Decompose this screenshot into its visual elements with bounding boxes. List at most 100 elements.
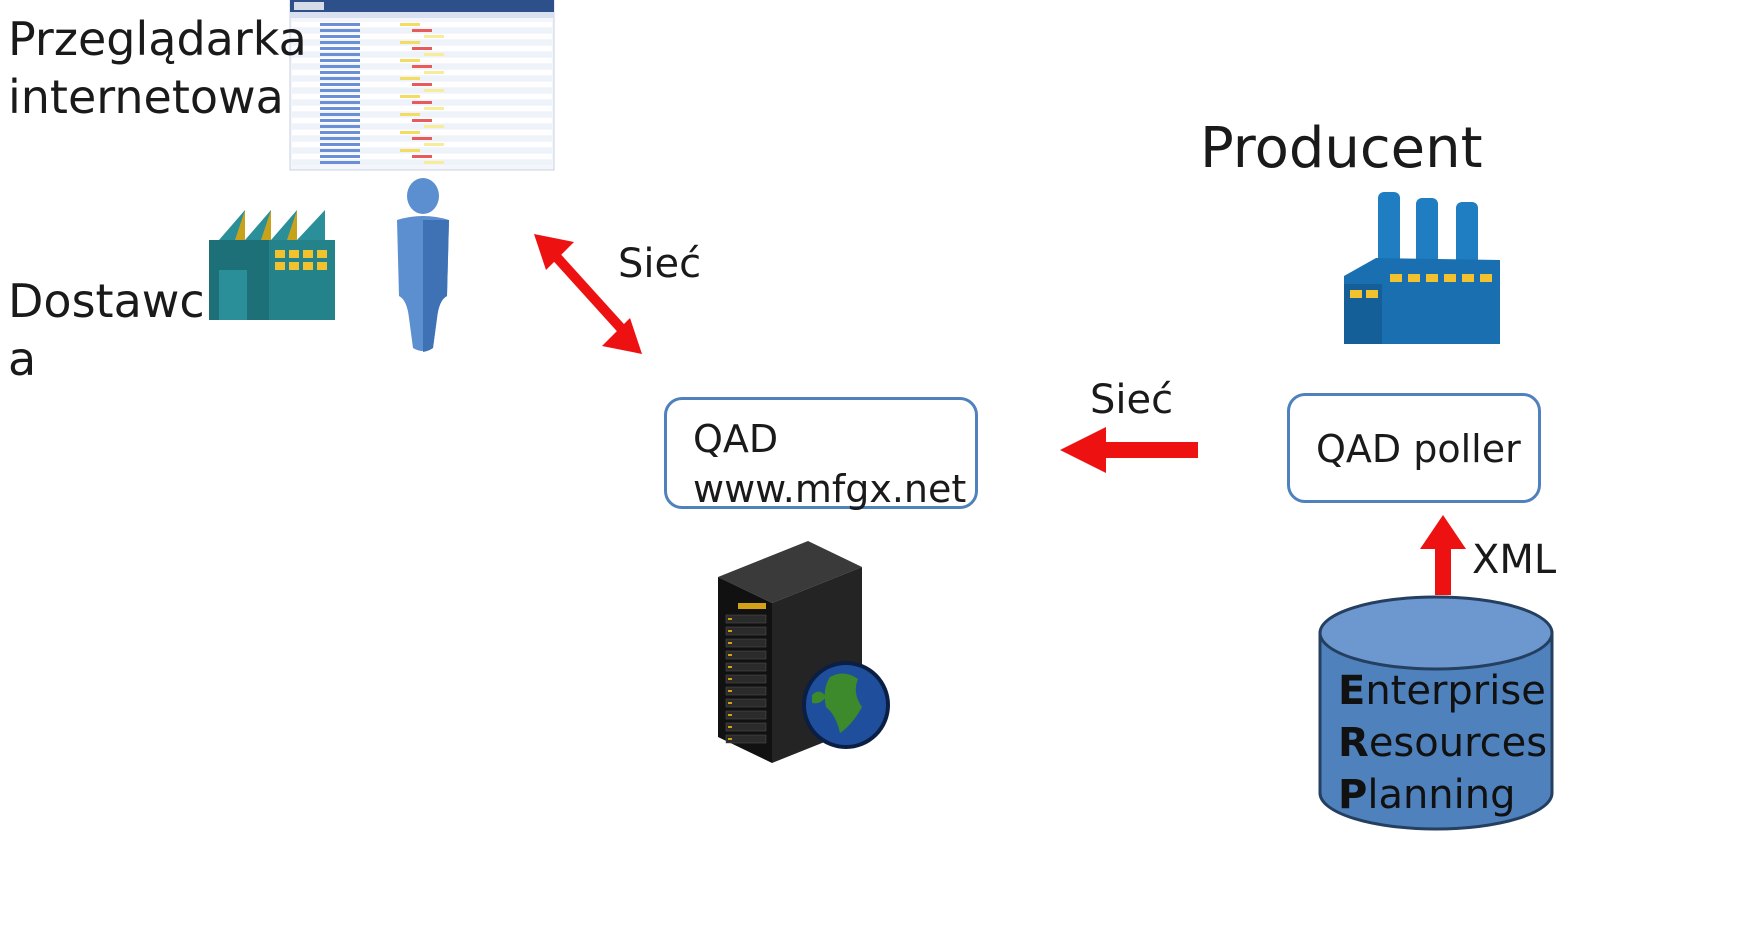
thumb-cell [424,107,444,110]
producer-label: Producent [1200,116,1483,181]
qad-poller-box: QAD poller [1287,393,1541,503]
erp-text: Enterprise Resources Planning [1338,665,1547,821]
thumb-link [320,77,360,80]
thumb-cell [400,113,420,116]
thumb-cell [400,131,420,134]
rack-slot [725,674,767,684]
thumb-link [320,95,360,98]
qad-box-line1: QAD [693,417,779,461]
thumb-row [292,112,552,117]
supplier-factory-icon [209,210,335,320]
thumb-link [320,155,360,158]
erp-line-resources: Resources [1338,717,1547,769]
rack-slot [725,734,767,744]
thumb-cell [412,65,432,68]
supplier-label-line2: a [8,332,37,386]
rack-led [728,666,732,668]
thumb-cell [424,71,444,74]
thumb-link [320,107,360,110]
thumb-link [320,161,360,164]
rack-slot [725,662,767,672]
thumb-cell [412,101,432,104]
thumb-link [320,71,360,74]
network-arrow-left [534,234,642,354]
thumb-row [292,58,552,63]
thumb-link [320,125,360,128]
qad-box-line2: www.mfgx.net [693,467,967,511]
rack-slot [725,686,767,696]
thumb-row [292,52,552,57]
thumb-cell [400,95,420,98]
thumb-cell [400,149,420,152]
thumb-row [292,106,552,111]
thumb-cell [424,35,444,38]
thumb-cell [424,161,444,164]
thumb-cell [424,89,444,92]
rack-led [728,642,732,644]
network-label-left: Sieć [618,241,702,287]
thumb-link [320,89,360,92]
rack-led [728,690,732,692]
rack-slot [725,638,767,648]
thumb-row [292,88,552,93]
rack-led [728,630,732,632]
thumb-cell [400,77,420,80]
rack-led [728,654,732,656]
server-rack-icon [718,541,890,763]
thumb-cell [400,59,420,62]
qad-box: QAD www.mfgx.net [664,397,978,511]
person-icon [397,178,449,352]
thumb-link [320,137,360,140]
thumb-link [320,59,360,62]
rack-led [728,738,732,740]
rack-led [728,702,732,704]
rack-slot [725,614,767,624]
thumb-link [320,35,360,38]
erp-line-planning: Planning [1338,769,1547,821]
thumb-row [292,160,552,165]
thumb-row [292,22,552,27]
xml-arrow [1420,515,1466,595]
thumb-cell [412,29,432,32]
erp-rest-enterprise: nterprise [1365,668,1546,714]
thumb-row [292,70,552,75]
thumb-cell [412,47,432,50]
erp-rest-resources: esources [1368,720,1548,766]
rack-led [728,714,732,716]
thumb-link [320,53,360,56]
rack-slot [725,626,767,636]
thumb-cell [412,83,432,86]
rack-led [728,678,732,680]
supplier-label: Dostawc a [8,272,205,388]
thumb-cell [424,143,444,146]
thumb-link [320,101,360,104]
thumb-link [320,119,360,122]
browser-label-line2: internetowa [8,70,284,124]
network-label-right: Sieć [1090,377,1174,423]
thumb-link [320,131,360,134]
xml-label: XML [1472,537,1557,583]
producer-factory-icon [1344,192,1500,344]
thumb-link [320,65,360,68]
thumb-link [320,83,360,86]
browser-label: Przeglądarka internetowa [8,10,307,126]
rack-slot [725,650,767,660]
rack-slot [725,698,767,708]
thumb-link [320,23,360,26]
erp-initial-e: E [1338,668,1366,714]
thumb-row [292,34,552,39]
erp-database-cylinder [1318,595,1554,831]
qad-poller-label: QAD poller [1316,427,1521,471]
rack-led [728,726,732,728]
thumb-cell [424,53,444,56]
thumb-link [320,143,360,146]
rack-slot [725,710,767,720]
thumb-row [292,148,552,153]
browser-label-line1: Przeglądarka [8,12,307,66]
thumb-cell [412,119,432,122]
thumb-cell [412,137,432,140]
supplier-label-line1: Dostawc [8,274,205,328]
thumb-link [320,29,360,32]
erp-initial-r: R [1338,720,1369,766]
erp-line-enterprise: Enterprise [1338,665,1547,717]
